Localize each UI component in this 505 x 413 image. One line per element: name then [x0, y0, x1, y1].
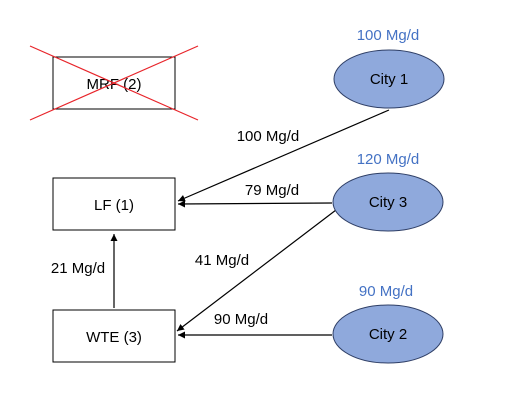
flow-label-wte-to-lf: 21 Mg/d [51, 260, 105, 277]
lf-node: LF (1) [52, 177, 176, 231]
flow-label-city3-to-lf: 79 Mg/d [245, 182, 299, 199]
city3-generation: 120 Mg/d [357, 151, 420, 168]
flow-label-city2-to-wte: 90 Mg/d [214, 311, 268, 328]
city1-node: City 1 [333, 49, 445, 109]
mrf-label: MRF (2) [87, 76, 142, 93]
city3-node: City 3 [332, 172, 444, 232]
flow-label-city3-to-wte: 41 Mg/d [195, 252, 249, 269]
flow-label-city1-to-lf: 100 Mg/d [237, 128, 300, 145]
wte-label: WTE (3) [86, 329, 142, 346]
city2-generation: 90 Mg/d [359, 283, 413, 300]
city3-label: City 3 [369, 194, 407, 211]
city1-label: City 1 [370, 71, 408, 88]
wte-node: WTE (3) [52, 309, 176, 363]
city1-generation: 100 Mg/d [357, 27, 420, 44]
lf-label: LF (1) [94, 197, 134, 214]
city2-node: City 2 [332, 304, 444, 364]
flow-city1-to-lf [177, 109, 390, 202]
city2-label: City 2 [369, 326, 407, 343]
flow-city3-to-wte [176, 209, 337, 332]
mrf-cross-line-2 [29, 45, 199, 121]
flow-city3-to-lf [177, 200, 333, 208]
mrf-node: MRF (2) [29, 45, 199, 121]
